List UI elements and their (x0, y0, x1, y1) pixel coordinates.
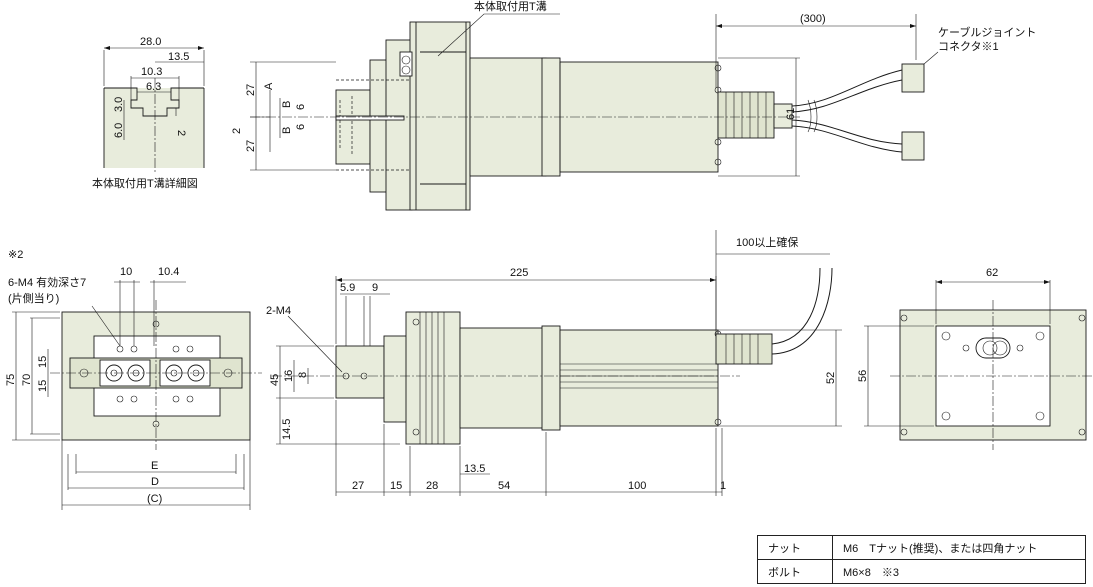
dim-2-gap: 2 (231, 128, 243, 134)
dim-225: 225 (510, 267, 528, 279)
dim-b-lower: B (281, 127, 293, 134)
note-per-side: (片側当り) (8, 291, 59, 305)
callout-t-slot: 本体取付用T溝 (474, 0, 547, 13)
dim-6-lower: 6 (295, 124, 307, 130)
dim-100-min-clearance: 100以上確保 (736, 235, 798, 249)
dim-15-bottom: 15 (390, 480, 402, 492)
dim-27-bottom: 27 (352, 480, 364, 492)
dim-c: (C) (147, 493, 162, 505)
dim-1-bottom: 1 (720, 480, 726, 492)
dim-28-bottom: 28 (426, 480, 438, 492)
dim-e: E (151, 460, 158, 472)
dim-54-bottom: 54 (498, 480, 510, 492)
dim-300: (300) (800, 13, 826, 25)
dim-15-upper: 15 (37, 356, 49, 368)
table-row: ボルト M6×8 ※3 (757, 559, 1086, 584)
dim-13-5-bottom: 13.5 (464, 463, 485, 475)
dim-45: 45 (269, 374, 281, 386)
spec-value-bolt: M6×8 ※3 (832, 559, 1086, 584)
dim-6-0: 6.0 (113, 123, 125, 138)
dim-10-3: 10.3 (141, 66, 162, 78)
dim-56: 56 (857, 370, 869, 382)
callout-2-m4: 2-M4 (266, 305, 291, 317)
side-view: 225 100以上確保 5.9 9 2-M4 45 16 8 14.5 52 2… (266, 230, 842, 496)
dim-b-upper: B (281, 101, 293, 108)
dim-75: 75 (5, 374, 17, 386)
t-slot-caption: 本体取付用T溝詳細図 (92, 176, 198, 190)
dim-28: 28.0 (140, 36, 161, 48)
dim-8: 8 (297, 372, 309, 378)
dim-70: 70 (21, 374, 33, 386)
dim-6-3: 6.3 (146, 81, 161, 93)
dim-5-9: 5.9 (340, 282, 355, 294)
top-view: (300) 61 27 27 A B 6 B 6 2 本体取付用T溝 ケーブルジ… (231, 0, 1036, 211)
spec-table: ナット M6 Tナット(推奨)、または四角ナット ボルト M6×8 ※3 (757, 535, 1086, 584)
dim-61: 61 (785, 108, 797, 120)
spec-key-bolt: ボルト (757, 559, 833, 584)
dim-14-5: 14.5 (281, 419, 293, 440)
dim-16: 16 (283, 370, 295, 382)
callout-connector-line1: ケーブルジョイント (938, 25, 1036, 39)
dim-d: D (151, 476, 159, 488)
spec-key-nut: ナット (757, 535, 833, 560)
dim-15-lower: 15 (37, 380, 49, 392)
dim-9: 9 (372, 282, 378, 294)
table-row: ナット M6 Tナット(推奨)、または四角ナット (757, 535, 1086, 560)
note-thread-spec: 6-M4 有効深さ7 (8, 275, 86, 289)
callout-connector-line2: コネクタ※1 (938, 40, 999, 53)
t-slot-detail-view: 28.0 13.5 10.3 6.3 3.0 6.0 2 本体取付用T溝詳細図 (92, 36, 205, 190)
dim-27-upper: 27 (245, 84, 257, 96)
dim-62: 62 (986, 267, 998, 279)
dim-3-0: 3.0 (113, 97, 125, 112)
end-view: 62 56 (857, 267, 1093, 450)
dim-100-bottom: 100 (628, 480, 646, 492)
dim-13-5: 13.5 (168, 51, 189, 63)
dim-10: 10 (120, 266, 132, 278)
dim-27-lower: 27 (245, 140, 257, 152)
spec-value-nut: M6 Tナット(推奨)、または四角ナット (832, 535, 1086, 560)
front-view: E D (C) 75 70 15 15 10 10.4 ※2 6-M4 有効深さ… (5, 249, 262, 510)
dim-6-upper: 6 (295, 104, 307, 110)
note-mark-2: ※2 (8, 249, 23, 261)
dim-52: 52 (825, 372, 837, 384)
dim-a: A (263, 82, 275, 90)
dim-2-slot: 2 (175, 130, 187, 136)
dim-10-4: 10.4 (158, 266, 179, 278)
